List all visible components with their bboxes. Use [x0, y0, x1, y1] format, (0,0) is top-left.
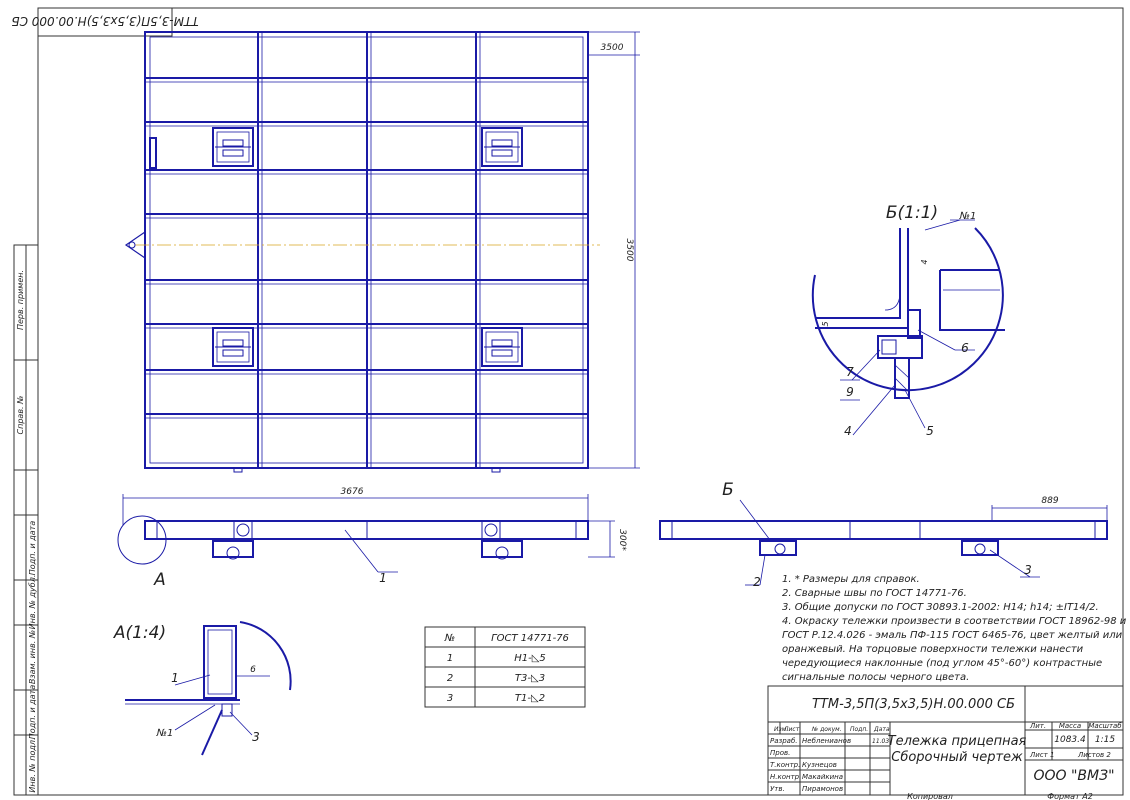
dim-height-ref: 300*: [617, 529, 627, 551]
view-b-title: Б(1:1): [886, 203, 938, 223]
view-a-marker: А: [153, 570, 166, 590]
person-name: Небленианов: [802, 737, 851, 745]
side-stamp: Перв. примен. Справ. № Подп. и дата Инв.…: [13, 244, 39, 796]
callout-7: 7: [846, 365, 854, 379]
weld-cell: Н1-◺5: [514, 653, 546, 664]
date-value: 11.03: [872, 738, 889, 745]
weld-cell: 1: [447, 653, 453, 664]
mirrored-code-box: [37, 7, 173, 37]
lit-label: Лит.: [1029, 722, 1046, 730]
dim-length: 3676: [341, 487, 364, 497]
weld-cell: Т1-◺2: [515, 693, 545, 704]
title-code: ТТМ-3,5П(3,5х3,5)Н.00.000 СБ: [812, 697, 1015, 712]
mass-value: 1083.4: [1054, 735, 1086, 745]
technical-notes: 1. * Размеры для справок. 2. Сварные швы…: [782, 574, 1127, 683]
col-header: Лист: [783, 726, 800, 733]
role-label: Разраб.: [770, 737, 798, 745]
mass-label: Масса: [1059, 722, 1081, 730]
note-line: ГОСТ Р.12.4.026 - эмаль ПФ-115 ГОСТ 6465…: [782, 630, 1123, 641]
stamp-label: Инв. № дубл.: [28, 575, 37, 630]
callout-n1: №1: [959, 211, 977, 222]
dim-gap-5: 5: [821, 321, 830, 326]
view-a-title: А(1:4): [113, 623, 166, 643]
company-name: ООО "ВМЗ": [1033, 768, 1114, 784]
callout-9: 9: [846, 385, 854, 399]
stamp-label: Подп. и дата: [28, 521, 37, 576]
callout-4: 4: [844, 424, 852, 438]
stamp-label: Подп. и дата: [28, 685, 37, 740]
role-label: Т.контр.: [770, 761, 800, 769]
sheet-label: Лист 1: [1029, 751, 1054, 759]
stamp-label: Инв. № подл.: [28, 737, 37, 792]
callout-5: 5: [926, 424, 934, 438]
person-name: Пирамонов: [802, 785, 843, 793]
wheel-assembly: [212, 327, 254, 367]
person-name: Кузнецов: [802, 761, 837, 769]
title-block: ТТМ-3,5П(3,5х3,5)Н.00.000 СБ Тележка при…: [767, 685, 1124, 796]
title-name-2: Сборочный чертеж: [891, 750, 1023, 765]
scale-label: Масштаб: [1088, 722, 1122, 730]
wheel-assembly: [481, 327, 523, 367]
note-line: 4. Окраску тележки произвести в соответс…: [782, 616, 1127, 627]
col-header: Дата: [873, 726, 890, 733]
plan-view: [124, 31, 600, 473]
note-line: сигнальные полосы черного цвета.: [782, 672, 969, 683]
note-line: чередующиеся наклонные (под углом 45°-60…: [782, 658, 1102, 669]
callout-1: 1: [171, 671, 179, 685]
callout-3: 3: [1024, 563, 1032, 577]
dim-right-height: 3500: [624, 239, 634, 262]
stamp-label: Перв. примен.: [16, 270, 25, 330]
title-name-1: Тележка прицепная: [888, 734, 1027, 749]
view-b-marker: Б: [722, 480, 734, 500]
sheets-label: Листов 2: [1077, 751, 1111, 759]
role-label: Н.контр.: [770, 773, 801, 781]
stamp-label: Справ. №: [16, 396, 25, 435]
role-label: Утв.: [770, 785, 785, 793]
mirrored-code: ТТМ-3,5П(3,5х3,5)Н.00.000 СБ: [11, 14, 198, 28]
weld-cell: 2: [447, 673, 453, 684]
col-header: № докум.: [811, 726, 842, 733]
copied-label: Копировал: [907, 792, 953, 800]
weld-cell: Т3-◺3: [515, 673, 545, 684]
dim-side-offset: 889: [1041, 496, 1058, 506]
dim-top-width: 3500: [601, 43, 624, 53]
dim-gap-4: 4: [920, 259, 929, 264]
dimensions-plan: 3500 3500: [588, 31, 640, 469]
note-line: 1. * Размеры для справок.: [782, 574, 920, 585]
note-line: 3. Общие допуски по ГОСТ 30893.1-2002: Н…: [782, 601, 1099, 613]
weld-table: № ГОСТ 14771-76 1 Н1-◺5 2 Т3-◺3 3 Т1-◺2: [424, 626, 586, 708]
wheel-assembly: [212, 127, 254, 167]
weld-header: ГОСТ 14771-76: [491, 633, 569, 644]
scale-value: 1:15: [1095, 735, 1115, 745]
col-header: Подп.: [850, 726, 868, 733]
side-view-left: 3676 300* А 1: [117, 487, 627, 590]
note-line: оранжевый. На торцовые поверхности тележ…: [782, 644, 1084, 655]
stamp-label: Взам. инв. №: [28, 630, 37, 684]
person-name: Макайкина: [802, 773, 843, 781]
callout-n1: №1: [156, 728, 174, 739]
detail-b: Б(1:1) №1 4 5 6 7 9 4 5: [811, 203, 1005, 438]
weld-header: №: [444, 633, 455, 644]
wheel-assembly: [481, 127, 523, 167]
callout-2: 2: [753, 575, 761, 589]
callout-6: 6: [961, 341, 969, 355]
callout-3: 3: [252, 730, 260, 744]
dim-weld-leg: 6: [250, 665, 256, 675]
callout-1: 1: [379, 571, 387, 585]
format-label: Формат А2: [1047, 792, 1093, 800]
col-header: Изм.: [774, 726, 788, 733]
side-view-right: 889 Б 2 3: [659, 480, 1108, 589]
role-label: Пров.: [770, 749, 790, 757]
note-line: 2. Сварные швы по ГОСТ 14771-76.: [782, 588, 967, 599]
weld-cell: 3: [447, 693, 453, 704]
detail-a: А(1:4) 6 1 №1 3: [113, 621, 292, 756]
